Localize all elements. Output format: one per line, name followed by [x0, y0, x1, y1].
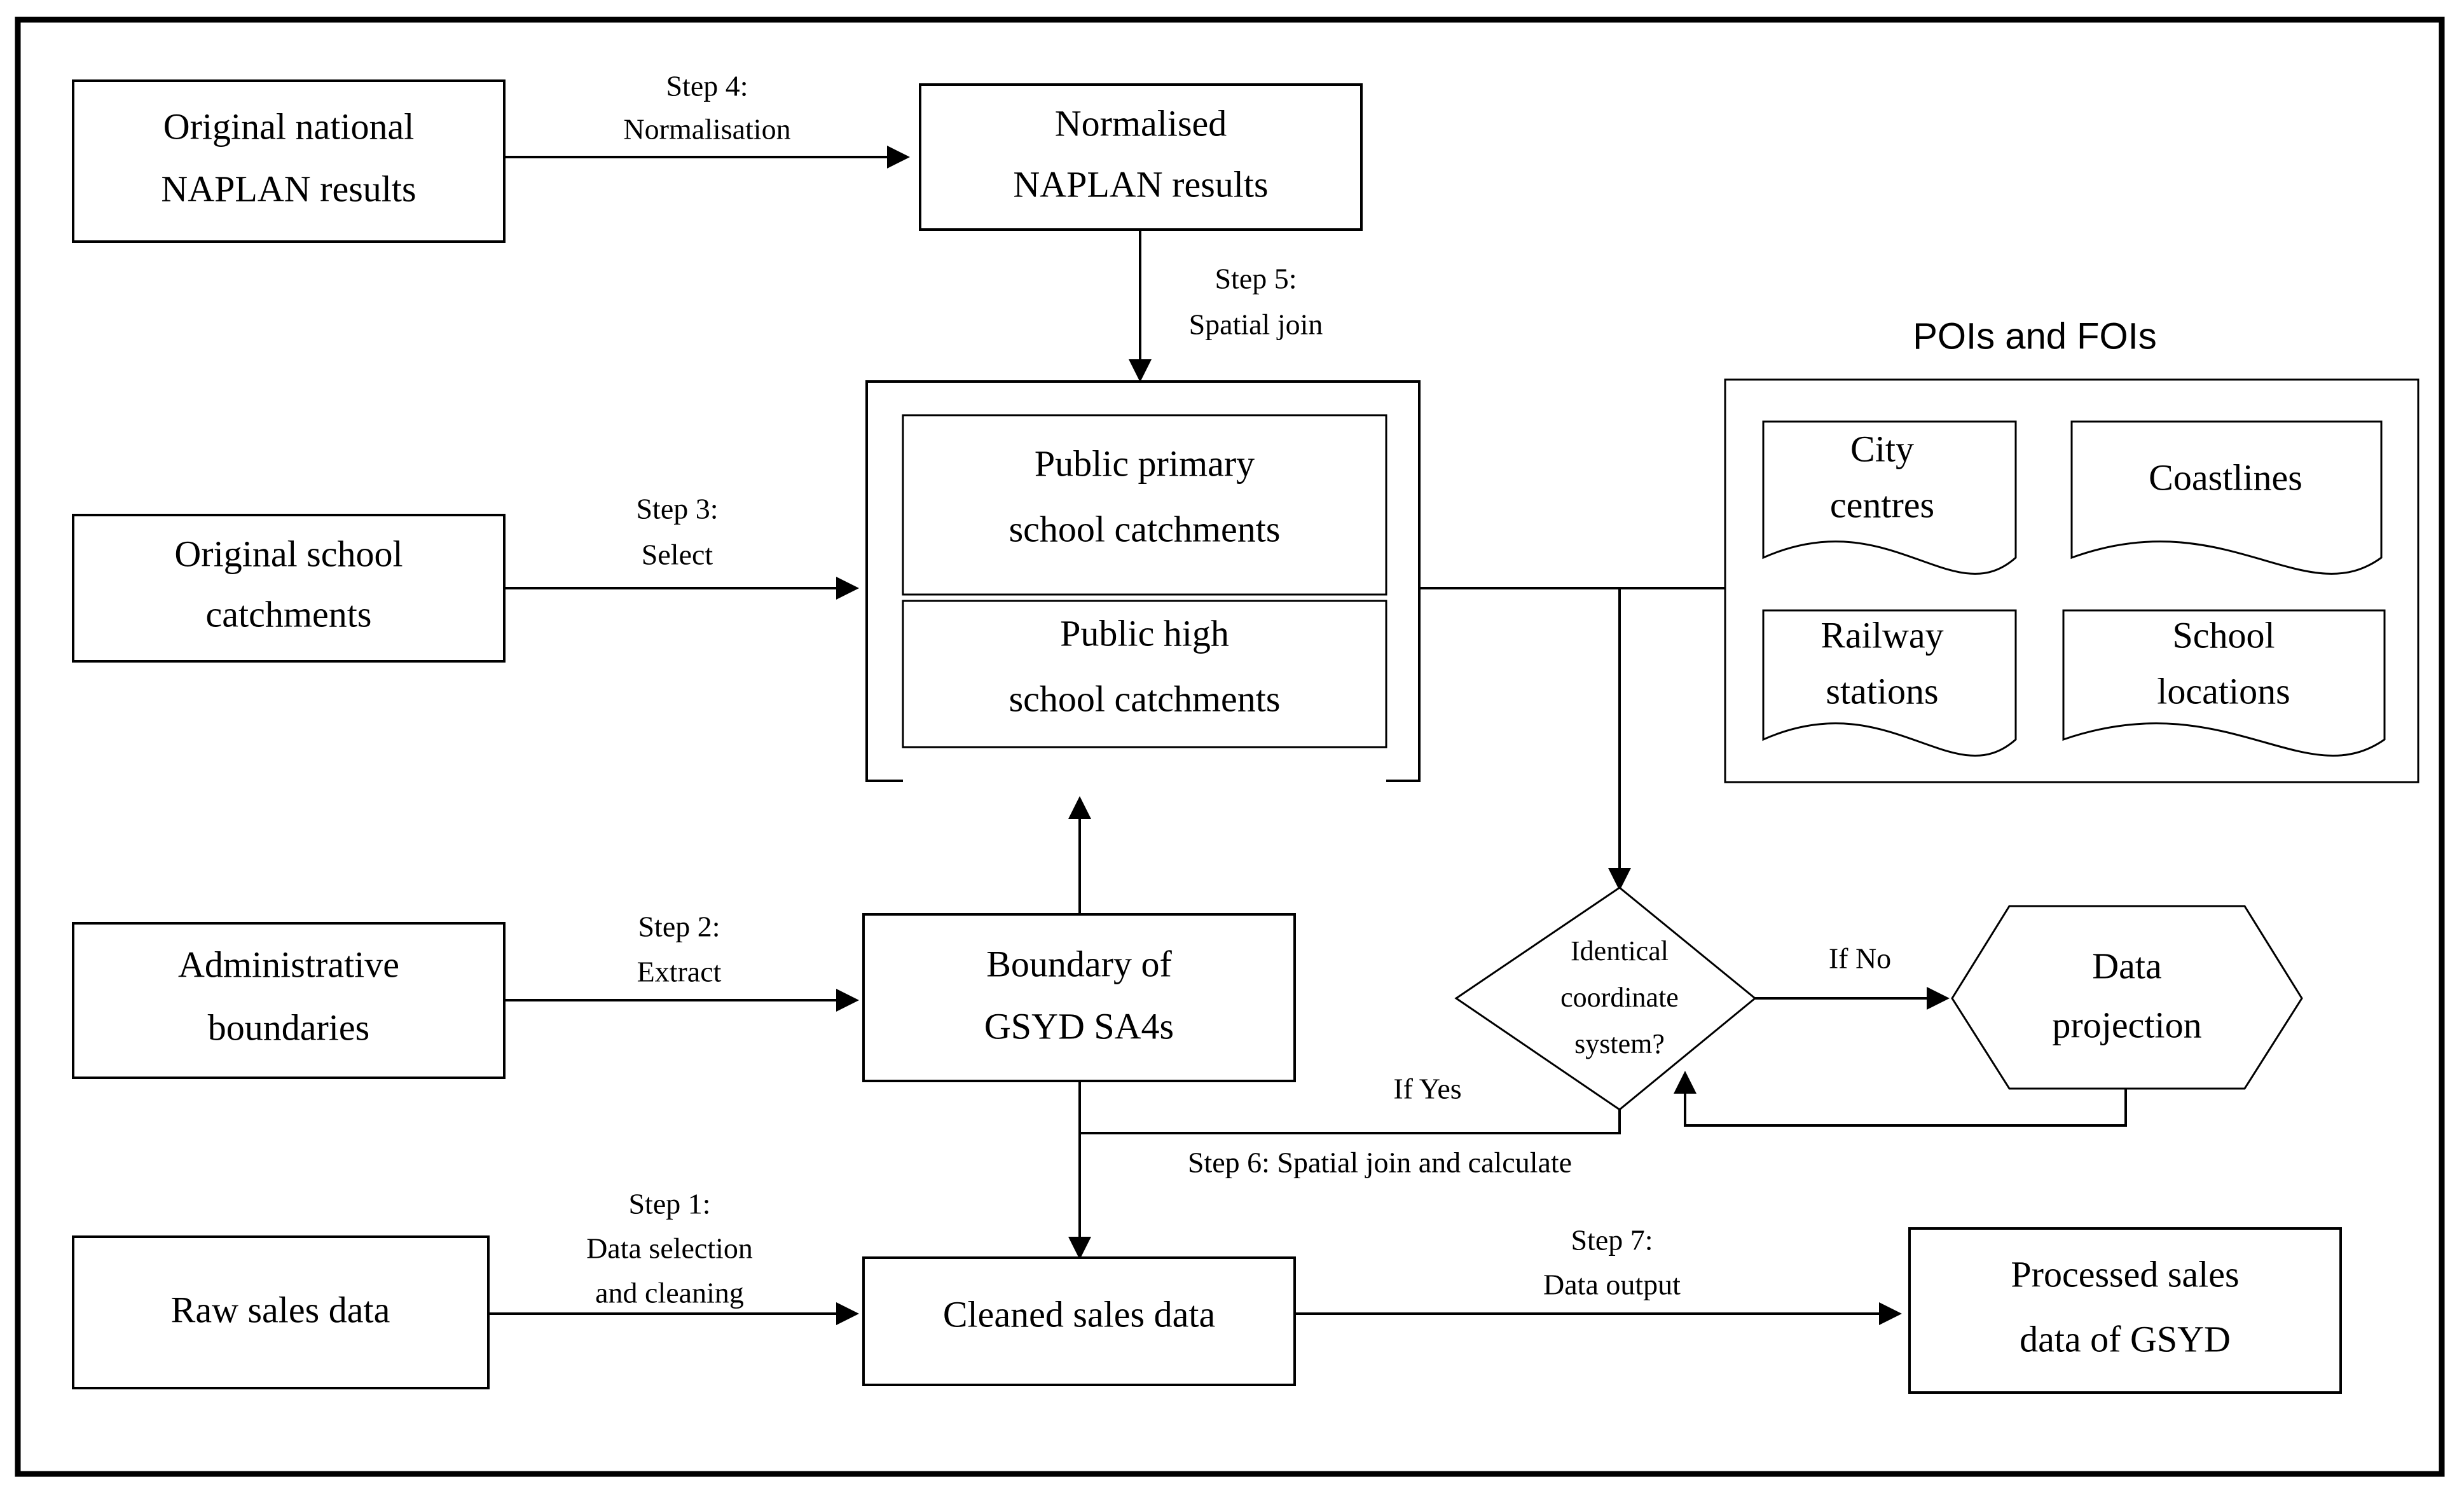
node-normalised-naplan-line1: Normalised: [1055, 102, 1227, 144]
edge-label-step7: Step 7: Data output: [1543, 1224, 1681, 1301]
poi-item-railway-stations-line1: Railway: [1820, 614, 1943, 656]
edge-label-step5: Step 5: Spatial join: [1189, 263, 1323, 341]
poi-item-school-locations[interactable]: School locations: [2062, 609, 2386, 757]
node-public-primary-line2: school catchments: [1009, 508, 1281, 549]
node-raw-sales[interactable]: Raw sales data: [72, 1235, 490, 1389]
node-data-projection-line2: projection: [2052, 1004, 2201, 1045]
edge-label-step4: Step 4: Normalisation: [623, 70, 790, 146]
svg-text:Data output: Data output: [1543, 1269, 1681, 1301]
node-gsyd-boundary-line2: GSYD SA4s: [984, 1005, 1174, 1047]
node-decision-crs-line2: coordinate: [1560, 982, 1679, 1013]
svg-text:Step 1:: Step 1:: [628, 1188, 710, 1220]
node-original-catchments-line1: Original school: [174, 533, 403, 574]
node-original-catchments[interactable]: Original school catchments: [72, 514, 506, 663]
edge-label-if-no: If No: [1829, 942, 1891, 975]
node-public-high-line1: Public high: [1060, 612, 1229, 654]
node-decision-crs-line1: Identical: [1571, 935, 1669, 967]
node-public-high-line2: school catchments: [1009, 678, 1281, 719]
node-data-projection[interactable]: Data projection: [1951, 905, 2303, 1090]
node-public-primary-catchments[interactable]: Public primary school catchments: [902, 414, 1387, 596]
edge-label-step6: Step 6: Spatial join and calculate: [1188, 1146, 1572, 1179]
poi-item-coastlines-line1: Coastlines: [2149, 457, 2302, 498]
edge-label-if-yes: If Yes: [1393, 1073, 1461, 1105]
node-processed-sales-line2: data of GSYD: [2020, 1318, 2231, 1359]
poi-item-city-centres[interactable]: City centres: [1762, 420, 2017, 575]
node-gsyd-boundary[interactable]: Boundary of GSYD SA4s: [862, 913, 1296, 1082]
node-decision-crs-line3: system?: [1574, 1028, 1665, 1059]
svg-text:Step 2:: Step 2:: [638, 911, 720, 943]
svg-text:Step 3:: Step 3:: [636, 493, 718, 525]
edge-label-step2: Step 2: Extract: [637, 911, 722, 988]
node-normalised-naplan-line2: NAPLAN results: [1013, 163, 1268, 205]
node-original-catchments-line2: catchments: [206, 593, 372, 635]
edge-if-yes: [1080, 1110, 1621, 1134]
svg-text:Normalisation: Normalisation: [623, 113, 790, 146]
svg-text:Spatial join: Spatial join: [1189, 308, 1323, 341]
edge-label-step3: Step 3: Select: [636, 493, 718, 571]
poi-foi-group-title: POIs and FOIs: [1913, 315, 2157, 357]
node-data-projection-line1: Data: [2092, 945, 2162, 986]
poi-item-school-locations-line1: School: [2172, 614, 2275, 656]
node-original-naplan[interactable]: Original national NAPLAN results: [72, 79, 506, 243]
node-decision-crs[interactable]: Identical coordinate system?: [1454, 886, 1757, 1111]
edge-label-step1: Step 1: Data selection and cleaning: [586, 1188, 753, 1309]
poi-foi-group: City centres Coastlines Railway stations…: [1724, 378, 2419, 783]
node-processed-sales-line1: Processed sales: [2011, 1253, 2239, 1295]
node-original-naplan-line2: NAPLAN results: [161, 168, 416, 209]
node-admin-boundaries-line2: boundaries: [208, 1007, 370, 1048]
svg-text:and cleaning: and cleaning: [595, 1277, 744, 1309]
svg-text:Step 4:: Step 4:: [666, 70, 748, 102]
svg-text:Step 5:: Step 5:: [1215, 263, 1297, 295]
poi-item-railway-stations-line2: stations: [1826, 670, 1938, 712]
poi-item-coastlines[interactable]: Coastlines: [2070, 420, 2383, 575]
node-catchments-group: Public primary school catchments Public …: [865, 380, 1421, 783]
node-cleaned-sales[interactable]: Cleaned sales data: [862, 1256, 1296, 1386]
svg-text:Select: Select: [642, 539, 713, 571]
svg-text:Step 7:: Step 7:: [1571, 1224, 1653, 1256]
node-public-high-catchments[interactable]: Public high school catchments: [902, 600, 1387, 783]
node-admin-boundaries[interactable]: Administrative boundaries: [72, 922, 506, 1079]
poi-item-city-centres-line2: centres: [1830, 484, 1934, 525]
poi-item-city-centres-line1: City: [1850, 428, 1914, 469]
poi-item-railway-stations[interactable]: Railway stations: [1762, 609, 2017, 757]
edge-projection-feedback: [1674, 1071, 2127, 1127]
node-admin-boundaries-line1: Administrative: [178, 944, 399, 985]
node-normalised-naplan[interactable]: Normalised NAPLAN results: [919, 83, 1363, 231]
svg-text:Extract: Extract: [637, 956, 722, 988]
figure-border: [15, 17, 2445, 1477]
node-processed-sales[interactable]: Processed sales data of GSYD: [1908, 1227, 2342, 1394]
poi-item-school-locations-line2: locations: [2157, 670, 2290, 712]
node-original-naplan-line1: Original national: [163, 106, 415, 147]
node-public-primary-line1: Public primary: [1035, 443, 1255, 484]
svg-text:Data selection: Data selection: [586, 1232, 753, 1265]
node-cleaned-sales-line1: Cleaned sales data: [943, 1293, 1215, 1335]
node-gsyd-boundary-line1: Boundary of: [986, 943, 1172, 984]
node-raw-sales-line1: Raw sales data: [171, 1289, 390, 1330]
